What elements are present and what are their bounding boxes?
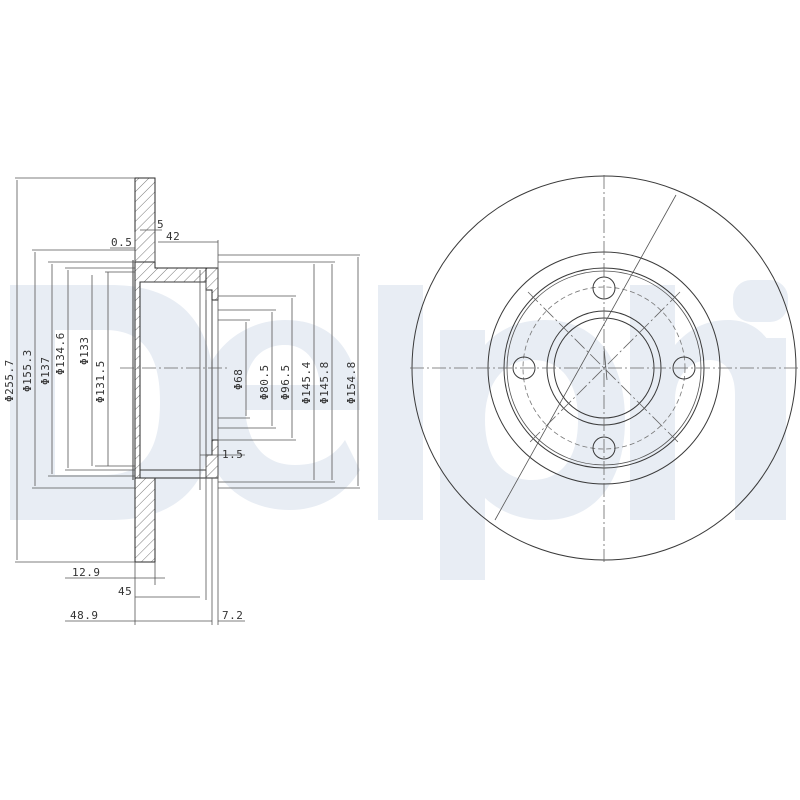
bolt-hole-left	[512, 356, 536, 380]
dim-d255-7: Φ255.7	[3, 359, 16, 402]
delphi-watermark	[10, 280, 788, 580]
dim-d145-8: Φ145.8	[318, 361, 331, 404]
dim-len-5: 5	[157, 218, 164, 231]
front-view	[410, 175, 800, 562]
bolt-hole-bottom	[592, 436, 616, 460]
dim-d137: Φ137	[39, 357, 52, 386]
dim-d154-8: Φ154.8	[345, 361, 358, 404]
dim-d134-6: Φ134.6	[54, 332, 67, 375]
dim-d131-5: Φ131.5	[94, 360, 107, 403]
side-section-view	[15, 177, 360, 625]
bolt-hole-right	[672, 356, 696, 380]
dim-len-7-2: 7.2	[222, 609, 243, 622]
dim-len-48-9: 48.9	[70, 609, 99, 622]
side-view-dimensions: Φ255.7 Φ155.3 Φ137 Φ134.6 Φ133 Φ131.5 Φ6…	[3, 218, 358, 622]
dim-len-0-5: 0.5	[111, 236, 132, 249]
dim-d68: Φ68	[232, 369, 245, 390]
dim-d80-5: Φ80.5	[258, 364, 271, 400]
dim-d155-3: Φ155.3	[21, 349, 34, 392]
dim-d96-5: Φ96.5	[279, 364, 292, 400]
dim-d133: Φ133	[78, 337, 91, 366]
dim-len-42: 42	[166, 230, 180, 243]
dim-len-45: 45	[118, 585, 132, 598]
dim-len-1-5: 1.5	[222, 448, 243, 461]
dim-len-12-9: 12.9	[72, 566, 101, 579]
dim-d145-4: Φ145.4	[300, 361, 313, 404]
